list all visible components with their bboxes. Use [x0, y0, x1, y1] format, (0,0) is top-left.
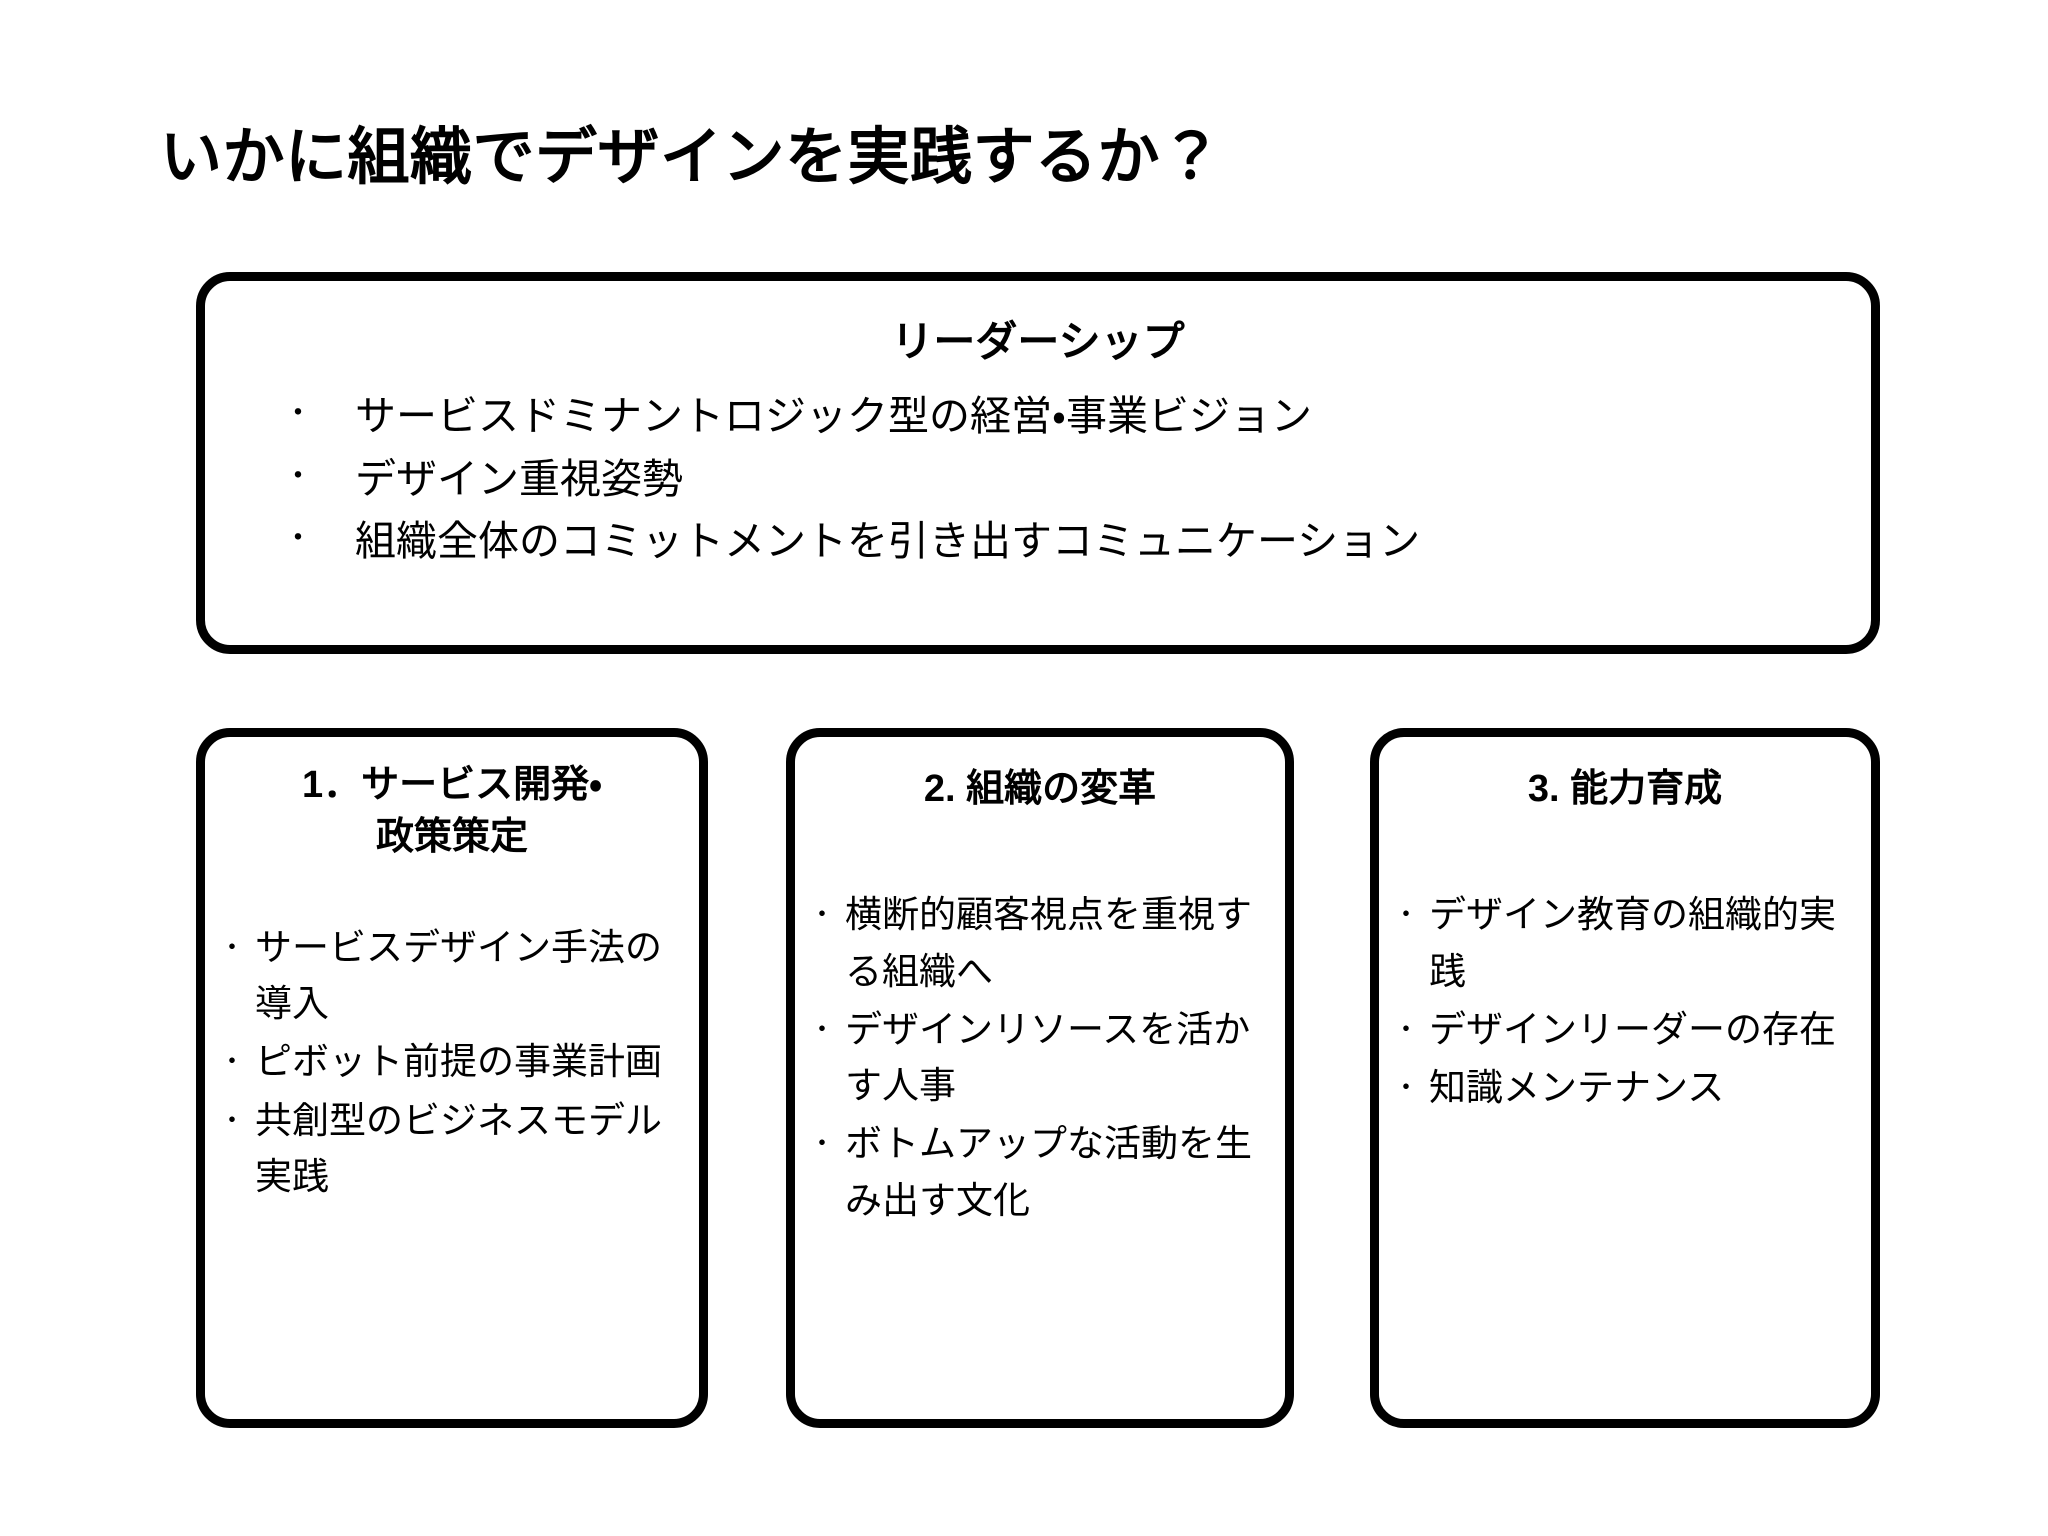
list-item-label: デザインリーダーの存在: [1429, 1008, 1836, 1050]
bullet-glyph-icon: ・: [219, 1046, 246, 1077]
column-heading-line1: 1．サービス開発・: [301, 764, 603, 806]
column-heading: 1．サービス開発・ 政策策定: [205, 759, 699, 864]
bullet-glyph-icon: ・: [283, 522, 313, 556]
list-item: ・ デザインリーダーの存在: [1393, 1002, 1861, 1058]
list-item: ・ 組織全体のコミットメントを引き出すコミュニケーション: [283, 510, 1871, 572]
list-item-label: サービスデザイン手法の導入: [255, 926, 662, 1025]
column-heading: 3. 能力育成: [1379, 763, 1871, 815]
list-item: ・ デザイン教育の組織的実践: [1393, 887, 1861, 999]
bullet-glyph-icon: ・: [283, 459, 313, 493]
bullet-glyph-icon: ・: [809, 1128, 836, 1159]
list-item: ・ デザイン重視姿勢: [283, 448, 1871, 510]
column-box-organizational-change: 2. 組織の変革 ・ 横断的顧客視点を重視する組織へ ・ デザインリソースを活か…: [786, 728, 1294, 1428]
list-item-label: ピボット前提の事業計画: [255, 1041, 662, 1083]
bullet-glyph-icon: ・: [1393, 1072, 1420, 1103]
bullet-glyph-icon: ・: [219, 1104, 246, 1135]
column-heading-line2: 政策策定: [375, 816, 528, 859]
list-item-label: サービスドミナントロジック型の経営・事業ビジョン: [355, 393, 1312, 440]
bullet-glyph-icon: ・: [1393, 1013, 1420, 1044]
bullet-glyph-icon: ・: [809, 1013, 836, 1044]
leadership-box: リーダーシップ ・ サービスドミナントロジック型の経営・事業ビジョン ・ デザイ…: [196, 272, 1880, 654]
list-item: ・ 知識メンテナンス: [1393, 1060, 1861, 1116]
bullet-glyph-icon: ・: [219, 931, 246, 962]
list-item-label: 知識メンテナンス: [1429, 1067, 1725, 1109]
list-item-label: デザイン教育の組織的実践: [1429, 894, 1836, 992]
column-bullet-list: ・ サービスデザイン手法の導入 ・ ピボット前提の事業計画 ・ 共創型のビジネス…: [205, 920, 699, 1205]
bullet-glyph-icon: ・: [283, 397, 313, 431]
bullet-glyph-icon: ・: [809, 899, 836, 930]
list-item-label: デザイン重視姿勢: [355, 455, 683, 502]
column-bullet-list: ・ デザイン教育の組織的実践 ・ デザインリーダーの存在 ・ 知識メンテナンス: [1379, 887, 1871, 1116]
column-heading: 2. 組織の変革: [795, 763, 1285, 815]
page-title: いかに組織でデザインを実践するか？: [160, 122, 1223, 192]
list-item: ・ ピボット前提の事業計画: [219, 1034, 689, 1090]
list-item: ・ デザインリソースを活かす人事: [809, 1002, 1275, 1114]
list-item-label: ボトムアップな活動を生み出す文化: [845, 1123, 1252, 1221]
leadership-heading: リーダーシップ: [891, 318, 1185, 365]
list-item-label: 横断的顧客視点を重視する組織へ: [845, 894, 1252, 992]
list-item-label: 組織全体のコミットメントを引き出すコミュニケーション: [355, 518, 1421, 565]
column-heading-line1: 2. 組織の変革: [923, 768, 1157, 810]
column-box-capability-development: 3. 能力育成 ・ デザイン教育の組織的実践 ・ デザインリーダーの存在 ・ 知…: [1370, 728, 1880, 1428]
list-item: ・ サービスドミナントロジック型の経営・事業ビジョン: [283, 385, 1871, 447]
list-item: ・ ボトムアップな活動を生み出す文化: [809, 1116, 1275, 1228]
list-item-label: 共創型のビジネスモデル実践: [255, 1099, 662, 1197]
leadership-bullet-list: ・ サービスドミナントロジック型の経営・事業ビジョン ・ デザイン重視姿勢 ・ …: [205, 385, 1871, 572]
column-heading-line1: 3. 能力育成: [1527, 768, 1723, 810]
list-item: ・ サービスデザイン手法の導入: [219, 920, 689, 1032]
list-item-label: デザインリソースを活かす人事: [845, 1008, 1251, 1107]
list-item: ・ 共創型のビジネスモデル実践: [219, 1093, 689, 1205]
column-bullet-list: ・ 横断的顧客視点を重視する組織へ ・ デザインリソースを活かす人事 ・ ボトム…: [795, 887, 1285, 1228]
list-item: ・ 横断的顧客視点を重視する組織へ: [809, 887, 1275, 999]
bullet-glyph-icon: ・: [1393, 899, 1420, 930]
column-box-service-development: 1．サービス開発・ 政策策定 ・ サービスデザイン手法の導入 ・ ピボット前提の…: [196, 728, 708, 1428]
